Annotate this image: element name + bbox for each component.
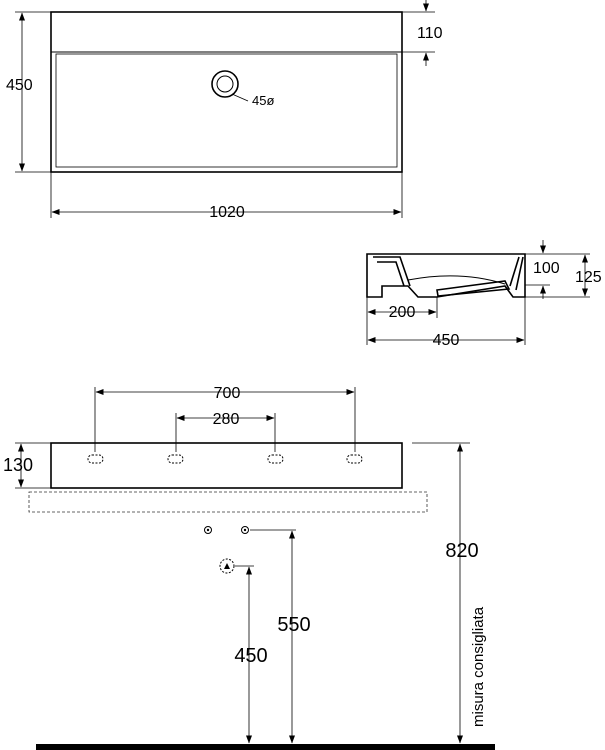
recommended-note-label: misura consigliata [470, 606, 487, 727]
drain-dim-label: 45ø [252, 93, 274, 108]
basin-outline [50, 11, 403, 173]
rim-dim-label: 110 [417, 25, 443, 42]
width-dim-label: 1020 [209, 204, 245, 221]
inner-spacing-dim-label: 280 [213, 411, 240, 428]
section-depth-dim-label: 450 [433, 332, 460, 349]
side-section [366, 240, 590, 345]
front-basin-outline [50, 442, 403, 489]
overflow-slot-2 [167, 454, 184, 464]
counter-top-dashed [28, 491, 428, 513]
front-height-dim-label: 130 [3, 455, 33, 475]
supply-dot-right [243, 528, 247, 532]
section-drain-slope [436, 280, 511, 297]
hot-supply-icon [241, 526, 249, 534]
overflow-slot-1 [87, 454, 104, 464]
floor-line [36, 744, 495, 750]
outer-spacing-dim-label: 700 [214, 385, 241, 402]
bowl-outline [55, 53, 398, 168]
drain-inner-circle [216, 75, 234, 93]
drain-offset-dim-label: 200 [389, 304, 416, 321]
supply-dot-left [206, 528, 210, 532]
depth-dim-label: 450 [6, 77, 33, 94]
front-view [15, 387, 495, 750]
inner-height-dim-label: 100 [533, 260, 560, 277]
section-profile-outer [366, 253, 526, 298]
overflow-slot-4 [346, 454, 363, 464]
total-height-dim-label: 125 [575, 269, 602, 286]
waste-height-dim-label: 450 [234, 645, 267, 667]
supply-height-dim-label: 550 [277, 614, 310, 636]
cold-supply-icon [204, 526, 212, 534]
drain-leader [231, 93, 249, 102]
mount-height-dim-label: 820 [445, 540, 478, 562]
section-profile-inner [373, 256, 524, 291]
top-view [15, 0, 435, 218]
waste-outlet-marker [224, 563, 230, 569]
overflow-slot-3 [267, 454, 284, 464]
labels: 110 450 45ø 1020 100 125 200 450 700 280… [3, 25, 602, 727]
drain-outer-circle [211, 70, 239, 98]
waste-outlet-icon [219, 558, 235, 574]
